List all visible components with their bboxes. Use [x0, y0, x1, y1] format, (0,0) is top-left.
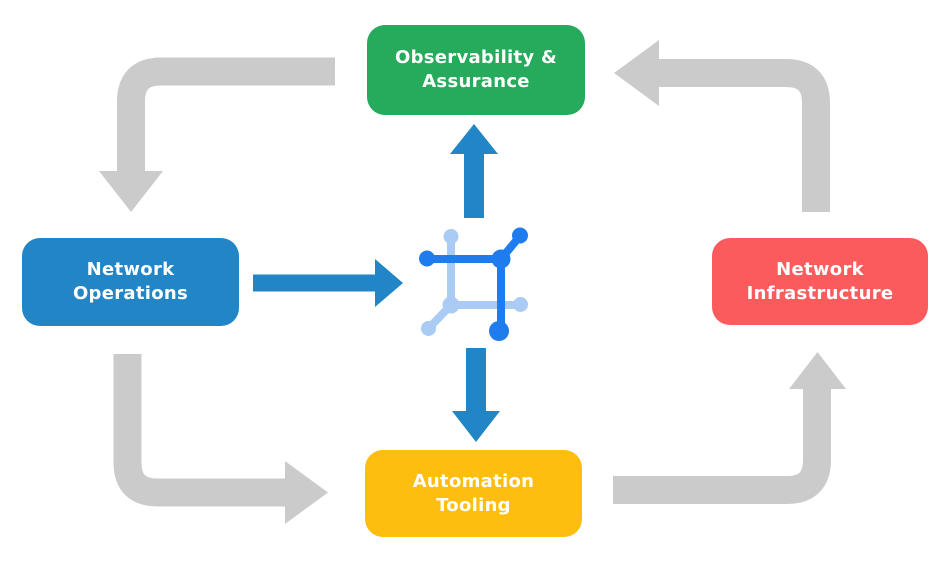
node-observability-assurance: Observability & Assurance [367, 25, 585, 115]
arrow-tooling-to-infrastructure [613, 352, 846, 504]
network-automation-icon [419, 227, 528, 341]
arrow-observability-to-operations [99, 57, 335, 212]
icon-bright-layer [419, 227, 528, 341]
node-automation-tooling: Automation Tooling [365, 450, 582, 537]
node-label-line: Network [86, 259, 175, 280]
arrow-hub-to-observability [450, 124, 498, 218]
arrow-infrastructure-to-observability [614, 40, 830, 212]
node-label-line: Automation [412, 470, 535, 492]
node-network-infrastructure: Network Infrastructure [712, 238, 928, 325]
node-label-line: Operations [72, 283, 189, 304]
arrow-operations-to-tooling [113, 354, 328, 524]
node-label-line: Tooling [436, 494, 511, 516]
node-label-line: Observability & [394, 47, 558, 68]
node-network-operations: Network Operations [22, 238, 239, 326]
node-label-line: Infrastructure [746, 282, 894, 304]
node-label-line: Network [776, 258, 864, 280]
icon-light-layer [421, 229, 528, 336]
arrow-hub-to-tooling [452, 348, 500, 442]
node-label-line: Assurance [422, 71, 530, 92]
arrow-operations-to-hub [253, 259, 403, 307]
